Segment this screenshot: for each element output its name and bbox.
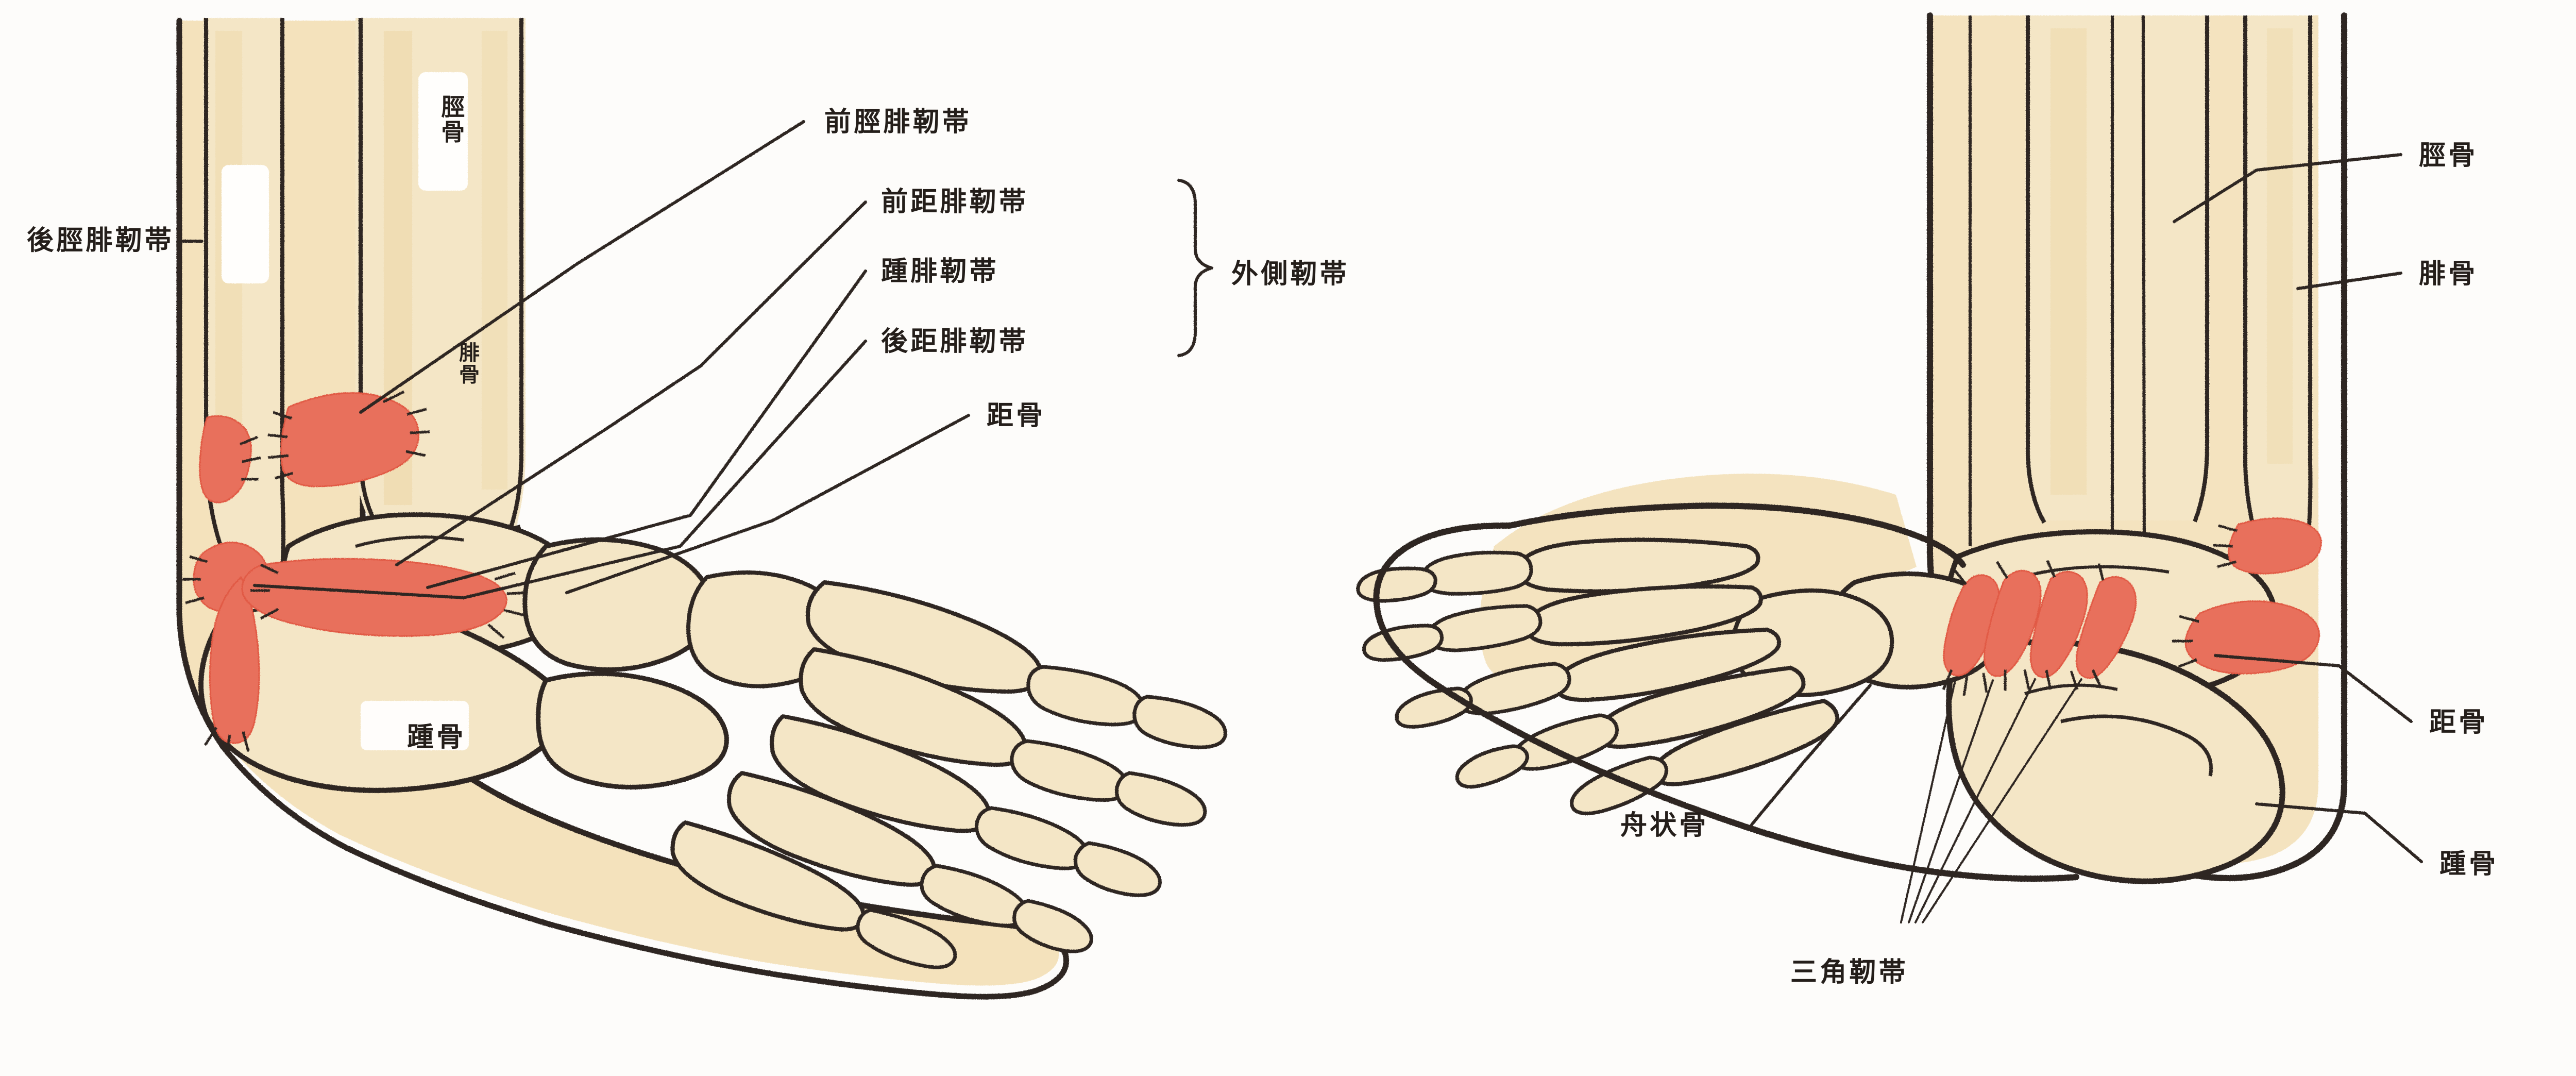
- leader-talus-right: [2214, 654, 2413, 723]
- deltoid-band-2: [1984, 569, 2042, 677]
- label-deltoid-ligament: 三角靭帯: [1790, 957, 1908, 988]
- label-fibula-left: 腓骨: [455, 342, 479, 385]
- label-calcaneus-right: 踵骨: [2439, 849, 2499, 880]
- leader-anterior-tibiofibular: [359, 120, 805, 414]
- leader-calcaneofibular: [426, 270, 867, 589]
- foot-outline-right: [1373, 502, 2079, 882]
- label-lateral-ligament-group: 外側靭帯: [1231, 259, 1349, 290]
- leader-tibia-right: [2173, 153, 2402, 223]
- label-anterior-tibiofibular-ligament: 前脛腓靭帯: [824, 107, 972, 138]
- label-posterior-tibiofibular-ligament: 後脛腓靭帯: [27, 225, 175, 256]
- lateral-ligament-group-shapes: [182, 390, 528, 755]
- deltoid-band-3: [2030, 570, 2088, 678]
- calcaneofibular-ligament: [209, 576, 260, 744]
- label-talus-right: 距骨: [2429, 707, 2488, 738]
- lateral-ligament-brace: [1177, 179, 1213, 357]
- leader-lines-deltoid: [1900, 678, 2082, 923]
- label-fibula-right: 腓骨: [2419, 259, 2478, 290]
- bone-inner-lines: [1969, 15, 2146, 546]
- metatarsal-bones: [670, 580, 1043, 932]
- label-posterior-talofibular-ligament: 後距腓靭帯: [881, 326, 1029, 357]
- label-tibia-right: 脛骨: [2419, 140, 2478, 171]
- phalanx-bones-right: [1356, 550, 1669, 815]
- posterior-tibiofibular-ligament: [199, 415, 252, 503]
- tibia-bone-right: [2025, 15, 2210, 524]
- medial-ankle-figure: 脛骨 腓骨 距骨 踵骨 舟状骨 三角靭帯: [1340, 0, 2576, 1076]
- label-navicular: 舟状骨: [1620, 810, 1709, 841]
- anterior-tibiofibular-ligament: [280, 392, 419, 487]
- leader-anterior-talofibular: [395, 200, 867, 566]
- leg-soft-tissue-wash: [181, 21, 1059, 986]
- lateral-ankle-figure: 脛骨 腓骨 踵骨 後脛腓靭帯 前脛腓靭帯 前距腓靭帯 踵腓靭帯 後距腓靭帯 距骨…: [27, 18, 1347, 1000]
- leader-calcaneus-right: [2255, 802, 2423, 863]
- leader-navicular: [1750, 684, 1872, 826]
- label-tibia-left: 脛骨: [437, 94, 466, 145]
- metatarsal-bones-right: [1516, 537, 1840, 786]
- leader-lines: [181, 120, 970, 600]
- label-talus-left: 距骨: [987, 400, 1046, 431]
- tibia-bone: [355, 18, 526, 540]
- deltoid-band-4: [2075, 576, 2137, 679]
- label-calcaneofibular-ligament: 踵腓靭帯: [881, 256, 999, 287]
- label-anterior-talofibular-ligament: 前距腓靭帯: [881, 187, 1029, 217]
- label-calcaneus-left: 踵骨: [407, 722, 466, 753]
- fibula-bone-right: [2242, 15, 2313, 566]
- leader-posterior-talofibular: [253, 340, 867, 600]
- leader-lines-right: [1750, 153, 2423, 863]
- phalanx-bones: [856, 665, 1227, 969]
- deltoid-band-1: [1943, 574, 2000, 677]
- deltoid-ligament-group: [1942, 517, 2322, 696]
- leader-fibula-right: [2296, 272, 2402, 290]
- fibula-bone: [203, 18, 286, 592]
- leader-talus: [565, 414, 970, 594]
